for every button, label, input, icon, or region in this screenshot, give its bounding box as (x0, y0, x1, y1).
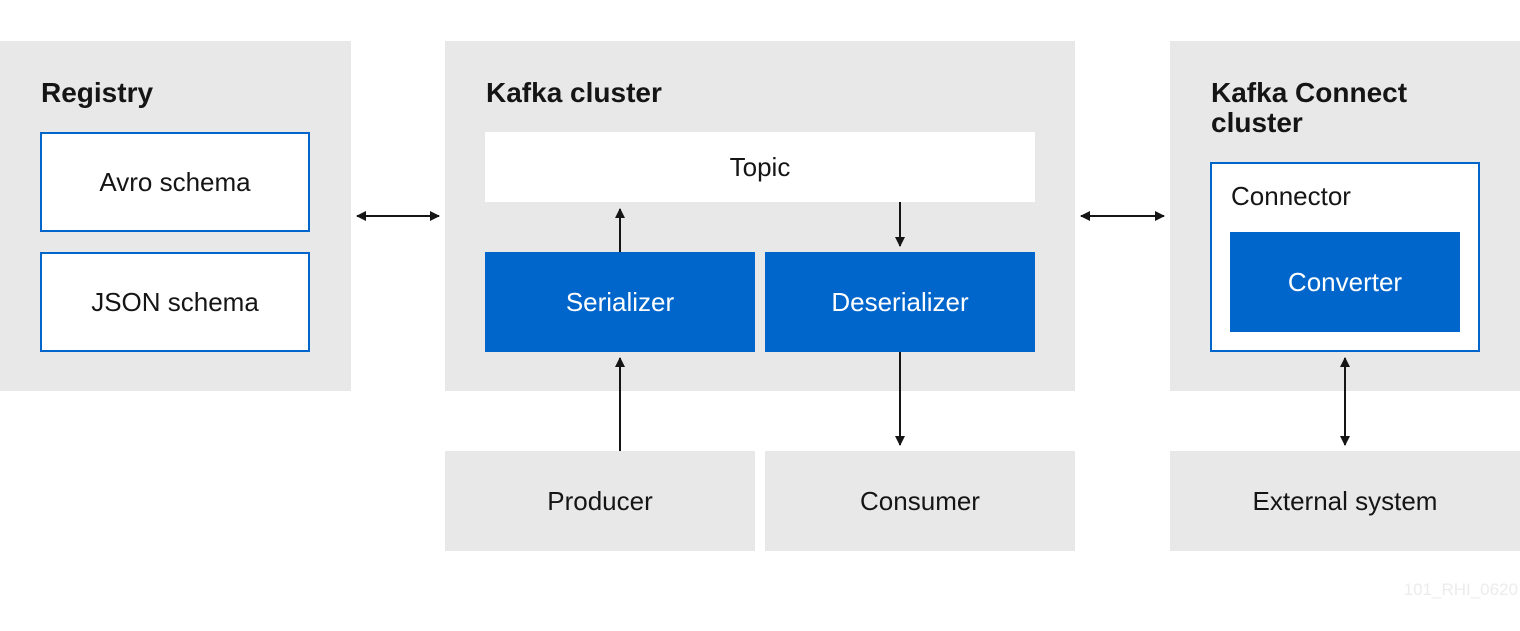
kafka-connect-panel: Kafka Connect cluster Connector Converte… (1170, 41, 1520, 391)
connector-label: Connector (1231, 181, 1351, 211)
kafka-cluster-title: Kafka cluster (486, 77, 662, 108)
avro-schema-box: Avro schema (40, 132, 310, 232)
deserializer-box: Deserializer (765, 252, 1035, 352)
json-schema-box: JSON schema (40, 252, 310, 352)
converter-box: Converter (1230, 232, 1460, 332)
kafka-connect-title-line1: Kafka Connect (1211, 77, 1408, 108)
kafka-cluster-panel: Kafka cluster Topic Serializer Deseriali… (445, 41, 1075, 391)
external-system-box: External system (1170, 451, 1520, 551)
consumer-box: Consumer (765, 451, 1075, 551)
serializer-box: Serializer (485, 252, 755, 352)
registry-panel: Registry Avro schema JSON schema (0, 41, 351, 391)
kafka-connect-title-line2: cluster (1211, 107, 1303, 138)
figure-id-watermark: 101_RHI_0620 (1403, 580, 1518, 599)
producer-box: Producer (445, 451, 755, 551)
connector-box: Connector Converter (1210, 162, 1480, 352)
registry-title: Registry (41, 77, 154, 108)
topic-box: Topic (485, 132, 1035, 202)
